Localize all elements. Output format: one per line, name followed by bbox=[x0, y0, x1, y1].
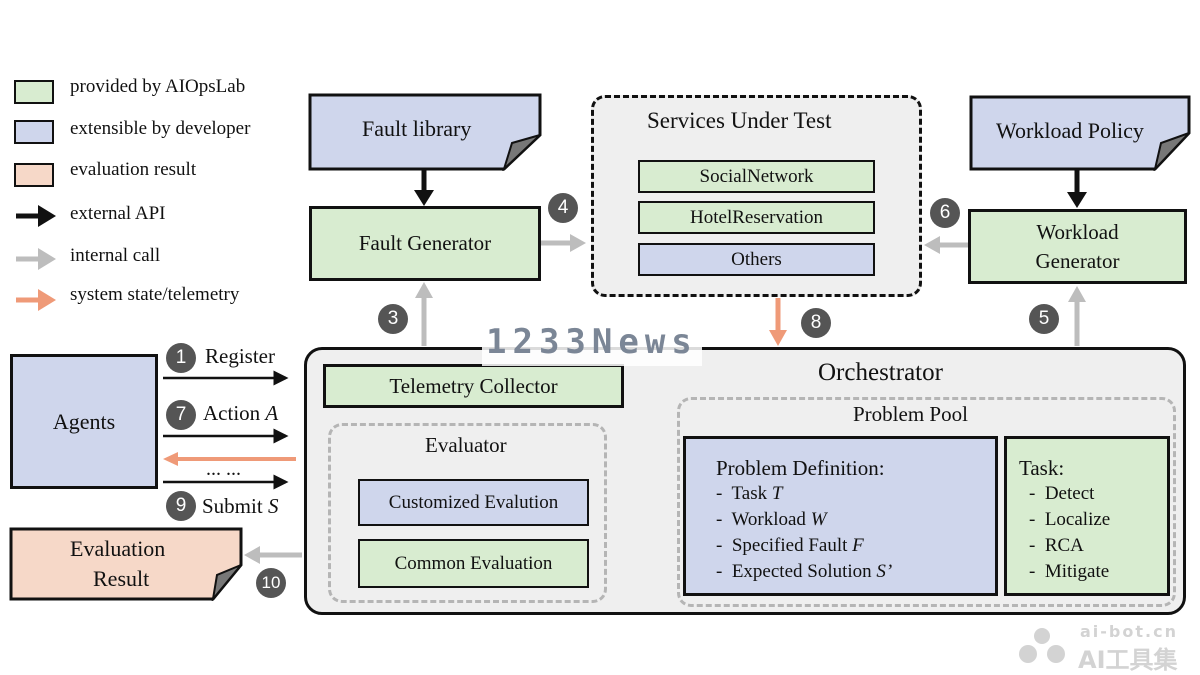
step-badge-3: 3 bbox=[378, 304, 408, 334]
workload-policy-label: Workload Policy bbox=[996, 118, 1144, 143]
problem-pool-title: Problem Pool bbox=[853, 402, 968, 426]
legend-arrow-external bbox=[16, 205, 56, 227]
step-badge-8: 8 bbox=[801, 308, 831, 338]
edge-register-label: Register bbox=[205, 344, 275, 368]
watermark-brand: AI工具集 bbox=[1078, 646, 1178, 674]
service-hotelreservation-label: HotelReservation bbox=[690, 206, 823, 228]
legend-swatch-peach bbox=[14, 163, 54, 187]
evaluation-result-label-2: Result bbox=[93, 566, 150, 591]
legend-internal-call: internal call bbox=[70, 245, 161, 266]
watermark-site: ai-bot.cn bbox=[1080, 622, 1178, 641]
orchestrator-title: Orchestrator bbox=[818, 359, 943, 386]
edge-submit-label: Submit S bbox=[202, 494, 279, 518]
legend-arrow-telemetry bbox=[16, 289, 56, 311]
problem-definition-item: - Workload W bbox=[716, 509, 827, 530]
workload-generator-label-1: Workload bbox=[1036, 219, 1119, 244]
common-evaluation-label: Common Evaluation bbox=[394, 552, 553, 574]
service-others-label: Others bbox=[731, 248, 782, 270]
workload-generator-label-2: Generator bbox=[1035, 248, 1120, 273]
arrow-telemetry-to-agents bbox=[163, 452, 296, 466]
service-socialnetwork: SocialNetwork bbox=[638, 160, 875, 193]
arrow-5-orchestrator-to-workload bbox=[1068, 286, 1086, 346]
task-item-rca: - RCA bbox=[1029, 535, 1084, 556]
arrow-faultlib-to-generator bbox=[414, 168, 434, 206]
legend-extensible: extensible by developer bbox=[70, 118, 251, 139]
problem-definition-item: - Task T bbox=[716, 483, 783, 504]
task-item-mitigate: - Mitigate bbox=[1029, 561, 1110, 582]
legend-swatch-green bbox=[14, 80, 54, 104]
legend-evaluation: evaluation result bbox=[70, 159, 197, 180]
evaluation-result-shape bbox=[9, 527, 243, 601]
customized-evaluation: Customized Evalution bbox=[358, 479, 589, 526]
problem-definition: Problem Definition: - Task T - Workload … bbox=[683, 436, 998, 596]
problem-definition-title: Problem Definition: bbox=[716, 456, 885, 480]
workload-policy-shape bbox=[969, 95, 1191, 171]
task-box: Task: - Detect - Localize - RCA - Mitiga… bbox=[1004, 436, 1170, 596]
evaluator bbox=[328, 423, 607, 603]
telemetry-collector: Telemetry Collector bbox=[323, 364, 624, 408]
step-badge-5: 5 bbox=[1029, 304, 1059, 334]
task-list: - Detect - Localize - RCA - Mitigate bbox=[1019, 481, 1167, 585]
fault-library-shape bbox=[308, 93, 542, 171]
arrow-4-generator-to-services bbox=[540, 234, 586, 252]
problem-definition-list: - Task T - Workload W - Specified Fault … bbox=[716, 481, 995, 585]
step-badge-1: 1 bbox=[166, 343, 196, 373]
task-item-localize: - Localize bbox=[1029, 509, 1111, 530]
evaluation-result-label-1: Evaluation bbox=[70, 536, 166, 561]
services-title: Services Under Test bbox=[647, 108, 832, 133]
fault-generator: Fault Generator bbox=[309, 206, 541, 281]
step-badge-7: 7 bbox=[166, 400, 196, 430]
legend-telemetry: system state/telemetry bbox=[70, 284, 240, 305]
edge-ellipsis-label: ... ... bbox=[206, 458, 241, 480]
evaluator-title: Evaluator bbox=[425, 433, 507, 457]
legend-arrow-internal bbox=[16, 248, 56, 270]
agents-label: Agents bbox=[52, 408, 116, 434]
agents: Agents bbox=[10, 354, 158, 489]
common-evaluation: Common Evaluation bbox=[358, 539, 589, 588]
problem-pool bbox=[677, 397, 1176, 607]
service-hotelreservation: HotelReservation bbox=[638, 201, 875, 234]
arrow-6-workload-to-services bbox=[924, 236, 968, 254]
edge-action-label: Action A bbox=[203, 401, 279, 425]
problem-definition-item: - Specified Fault F bbox=[716, 535, 864, 556]
arrow-8-services-to-orchestrator bbox=[769, 298, 787, 346]
step-badge-9: 9 bbox=[166, 491, 196, 521]
fault-generator-label: Fault Generator bbox=[358, 231, 492, 255]
service-socialnetwork-label: SocialNetwork bbox=[699, 165, 814, 187]
problem-definition-item: - Expected Solution S’ bbox=[716, 561, 893, 582]
fault-library-label: Fault library bbox=[362, 116, 472, 141]
legend-external-api: external API bbox=[70, 203, 166, 224]
arrow-10-to-evaluation bbox=[244, 546, 302, 564]
workload-generator: Workload Generator bbox=[968, 209, 1187, 284]
task-item-detect: - Detect bbox=[1029, 483, 1095, 504]
watermark-news: 1233News bbox=[482, 318, 702, 366]
legend-swatch-blue bbox=[14, 120, 54, 144]
legend-provided: provided by AIOpsLab bbox=[70, 76, 246, 97]
watermark-brand-icon bbox=[1019, 628, 1065, 663]
arrow-policy-to-workload bbox=[1067, 168, 1087, 208]
step-badge-6: 6 bbox=[930, 198, 960, 228]
customized-evaluation-label: Customized Evalution bbox=[388, 491, 559, 513]
arrow-3-orchestrator-to-fault bbox=[415, 282, 433, 346]
step-badge-10: 10 bbox=[256, 568, 286, 598]
step-badge-4: 4 bbox=[548, 193, 578, 223]
task-title: Task: bbox=[1019, 456, 1065, 480]
service-others: Others bbox=[638, 243, 875, 276]
telemetry-collector-label: Telemetry Collector bbox=[389, 373, 558, 398]
